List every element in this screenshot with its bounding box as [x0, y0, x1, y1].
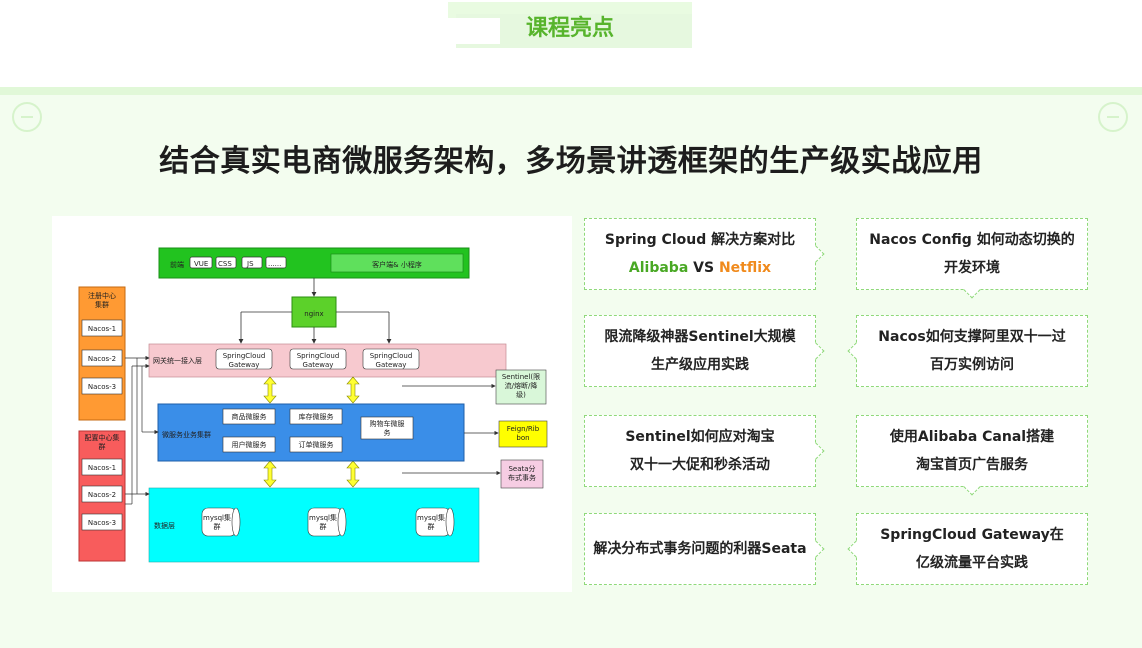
config-title: 配置中心集群 [85, 433, 120, 451]
card-6-line2: 淘宝首页广告服务 [916, 457, 1028, 473]
client-label: 客户端& 小程序 [372, 260, 422, 269]
highlight-card-3: 限流降级神器Sentinel大规模 生产级应用实践 [584, 315, 825, 387]
mysql-cluster-3: mysql集群 [415, 507, 455, 537]
seata-box [500, 459, 544, 489]
svg-text:mysql集群: mysql集群 [309, 513, 337, 531]
frontend-tag-css: CSS [218, 260, 232, 268]
card-5-line1: Sentinel如何应对淘宝 [625, 429, 775, 445]
svg-text:mysql集群: mysql集群 [203, 513, 231, 531]
gateway-layer-label: 网关统一接入层 [153, 356, 202, 365]
frontend-label: 前端 [170, 260, 184, 269]
seata-label: Seata分布式事务 [508, 464, 536, 482]
sentinel-box [495, 369, 547, 405]
card-7-line1: 解决分布式事务问题的利器Seata [593, 541, 807, 557]
highlight-card-5: Sentinel如何应对淘宝 双十一大促和秒杀活动 [584, 415, 825, 487]
card-2-line1: Nacos Config 如何动态切换的 [869, 232, 1075, 248]
double-arrow [263, 376, 360, 488]
service-cart: 购物车微服务 [370, 419, 405, 437]
card-4-line1: Nacos如何支撑阿里双十一过 [878, 329, 1066, 345]
highlight-card-1: Spring Cloud 解决方案对比 Alibaba VS Netflix [584, 218, 825, 290]
card-2-line2: 开发环境 [944, 260, 1000, 276]
svg-text:mysql集群: mysql集群 [417, 513, 445, 531]
highlight-card-4: Nacos如何支撑阿里双十一过 百万实例访问 [847, 315, 1088, 387]
highlight-card-2: Nacos Config 如何动态切换的 开发环境 [856, 218, 1088, 299]
frontend-tag-js: JS [246, 260, 254, 268]
card-4-line2: 百万实例访问 [930, 357, 1014, 373]
config-node-3: Nacos-3 [88, 519, 116, 527]
frontend-tag-vue: VUE [194, 260, 208, 268]
highlight-card-6: 使用Alibaba Canal搭建 淘宝首页广告服务 [856, 415, 1088, 496]
architecture-diagram-svg: 前端 VUE CSS JS ...... 客户端& 小程序 nginx 网关统一… [78, 247, 548, 563]
client-box [330, 253, 464, 273]
card-6-line1: 使用Alibaba Canal搭建 [889, 429, 1055, 445]
card-8-line2: 亿级流量平台实践 [916, 555, 1028, 571]
service-user: 用户微服务 [232, 440, 267, 449]
registry-node-3: Nacos-3 [88, 383, 116, 391]
service-goods: 商品微服务 [232, 412, 267, 421]
header-title-bar: 课程亮点 [448, 0, 692, 50]
feign-box [498, 420, 548, 448]
nginx-box [291, 296, 337, 328]
registry-node-2: Nacos-2 [88, 355, 116, 363]
card-3-line1: 限流降级神器Sentinel大规模 [604, 329, 796, 345]
mysql-cluster-2: mysql集群 [307, 507, 347, 537]
architecture-diagram: 前端 VUE CSS JS ...... 客户端& 小程序 nginx 网关统一… [52, 216, 572, 592]
frontend-tag-more: ...... [268, 260, 281, 268]
sentinel-label: Sentinel(限流/熔断/降级) [502, 372, 540, 399]
service-stock: 库存微服务 [299, 412, 334, 421]
nginx-label: nginx [304, 310, 323, 318]
card-8-line1: SpringCloud Gateway在 [880, 527, 1064, 543]
course-title: 课程亮点 [525, 16, 614, 41]
minus-circle-icon [1098, 102, 1128, 132]
main-heading: 结合真实电商微服务架构，多场景讲透框架的生产级实战应用 [159, 144, 983, 179]
card-5-line2: 双十一大促和秒杀活动 [630, 457, 770, 473]
mysql-cluster-1: mysql集群 [201, 507, 241, 537]
data-layer-label: 数据层 [154, 521, 175, 530]
registry-node-1: Nacos-1 [88, 325, 116, 333]
config-node-2: Nacos-2 [88, 491, 116, 499]
card-3-line2: 生产级应用实践 [651, 357, 749, 373]
card-1-line2: Alibaba VS Netflix [628, 260, 772, 276]
card-1-line1: Spring Cloud 解决方案对比 [604, 232, 796, 248]
highlight-card-8: SpringCloud Gateway在 亿级流量平台实践 [847, 513, 1088, 585]
highlight-card-7: 解决分布式事务问题的利器Seata [584, 513, 825, 585]
config-node-1: Nacos-1 [88, 464, 116, 472]
service-order: 订单微服务 [299, 440, 334, 449]
minus-circle-icon [12, 102, 42, 132]
service-layer-label: 微服务业务集群 [162, 430, 211, 439]
registry-title: 注册中心集群 [88, 291, 116, 309]
